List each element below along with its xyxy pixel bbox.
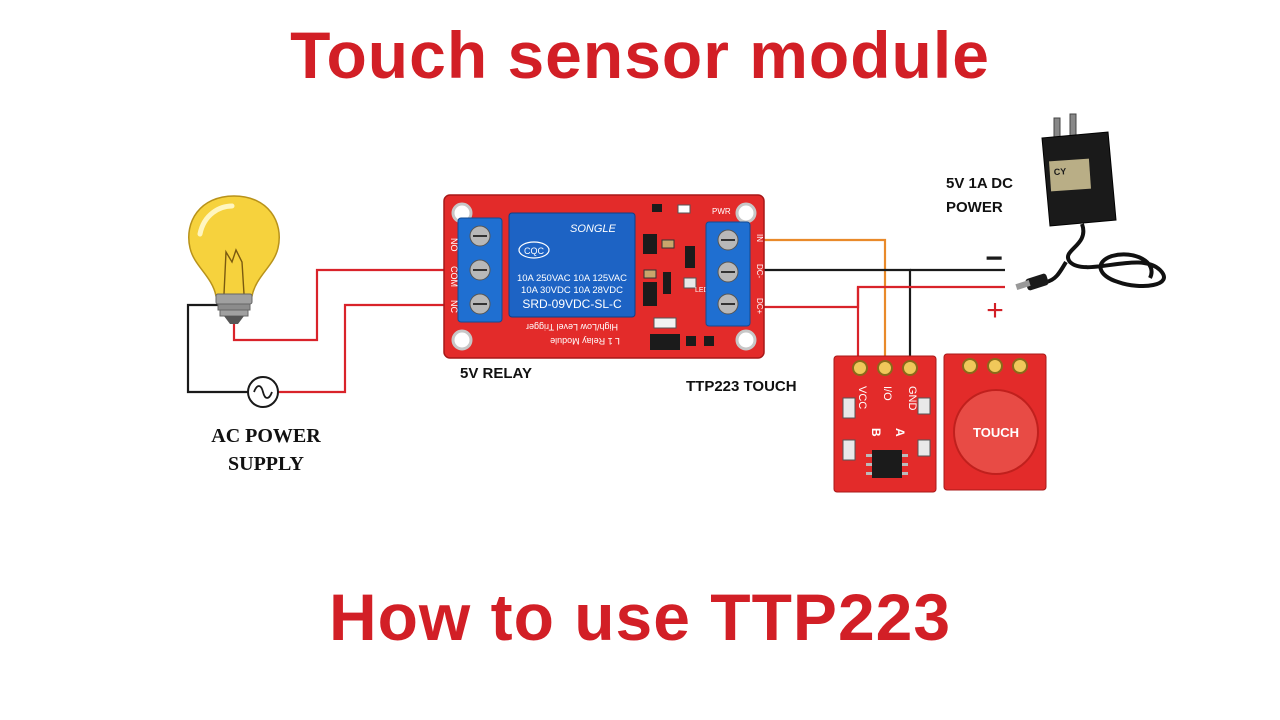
power-minus-sign: −: [985, 242, 1003, 275]
dc-power-label-line1: 5V 1A DC: [946, 175, 1013, 192]
wire-in-to-io: [760, 238, 887, 358]
touch-pad-label: TOUCH: [973, 425, 1019, 440]
wires: [186, 238, 1005, 394]
pin-dc-plus: DC+: [755, 298, 764, 315]
touch-letter-a: A: [893, 428, 907, 437]
wire-dcminus-to-gnd: [760, 268, 912, 358]
relay-led-label: LED: [695, 287, 709, 294]
relay-rating-1: 10A 250VAC 10A 125VAC: [517, 273, 627, 284]
svg-text:CY: CY: [1053, 166, 1066, 177]
touch-module-back: GND I/O VCC A B: [833, 355, 937, 493]
ac-power-label-line2: SUPPLY: [228, 453, 305, 475]
dc-adapter-icon: CY: [1015, 113, 1166, 291]
wire-bulb-to-relay-com: [232, 268, 448, 342]
relay-label: 5V RELAY: [460, 365, 532, 382]
wire-bulb-to-ac-black: [186, 303, 248, 394]
light-bulb-icon: [188, 195, 280, 324]
relay-brand: SONGLE: [570, 223, 617, 235]
relay-pwr-label: PWR: [712, 207, 731, 216]
touch-label: TTP223 TOUCH: [686, 378, 797, 395]
touch-module-front: TOUCH: [943, 353, 1047, 491]
pin-nc: NC: [449, 300, 459, 313]
dc-power-label-line2: POWER: [946, 199, 1003, 216]
wire-dcplus-to-vcc: [760, 285, 1005, 309]
relay-text-upper: High/Low Level Trigger: [526, 322, 618, 332]
touch-pin-io: I/O: [881, 386, 893, 401]
power-plus-sign: +: [986, 294, 1004, 327]
wire-ac-to-relay-nc: [278, 303, 448, 394]
pin-com: COM: [449, 266, 459, 287]
top-title: Touch sensor module: [290, 18, 990, 92]
pin-in: IN: [755, 234, 764, 242]
relay-body: SONGLE CQC 10A 250VAC 10A 125VAC 10A 30V…: [508, 212, 636, 318]
relay-left-terminal: [457, 217, 503, 323]
relay-rating-2: 10A 30VDC 10A 28VDC: [521, 285, 623, 296]
pin-no: NO: [449, 238, 459, 252]
ac-source-icon: [247, 376, 279, 408]
relay-text-lower: L 1 Relay Module: [550, 336, 620, 346]
bottom-title: How to use TTP223: [328, 580, 952, 654]
relay-right-terminal: [705, 221, 751, 327]
touch-pin-vcc: VCC: [856, 386, 868, 409]
relay-module: NO COM NC SONGLE CQC 10A 250VAC 10A 125V…: [443, 194, 765, 359]
pin-dc-minus: DC-: [755, 264, 764, 279]
ac-power-label-line1: AC POWER: [211, 425, 321, 447]
relay-cqc: CQC: [524, 246, 545, 256]
relay-model: SRD-09VDC-SL-C: [522, 297, 622, 311]
touch-pin-gnd: GND: [906, 386, 918, 411]
touch-letter-b: B: [869, 428, 883, 437]
